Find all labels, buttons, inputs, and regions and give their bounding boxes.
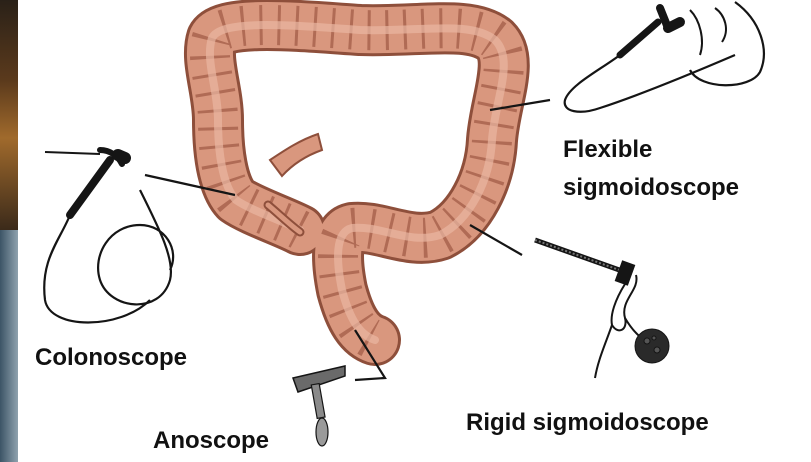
label-colonoscope: Colonoscope	[35, 344, 187, 371]
label-flexible-line1: Flexible	[563, 136, 652, 163]
label-flexible-line2: sigmoidoscope	[563, 174, 739, 201]
label-rigid-sigmoidoscope: Rigid sigmoidoscope	[466, 409, 709, 436]
insufflation-bulb	[635, 329, 669, 363]
label-anoscope: Anoscope	[153, 427, 269, 454]
